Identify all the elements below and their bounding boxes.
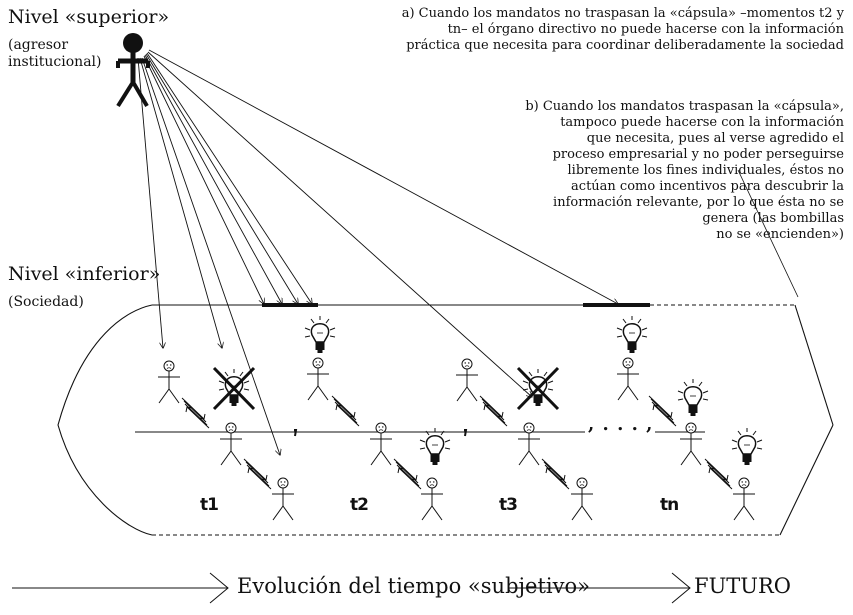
stick-figure-icon [369, 422, 393, 466]
mandate-arrow [141, 57, 280, 455]
time-label-t2: t2 [350, 495, 369, 515]
note-b-line7: información relevante, por lo que ésta n… [553, 195, 844, 210]
interaction-arrows-icon [704, 458, 733, 490]
mandate-arrow [147, 51, 532, 397]
stick-figure-icon [306, 357, 330, 401]
mandate-arrow [137, 57, 163, 348]
interaction-arrows-icon [479, 395, 508, 427]
stick-figure-icon [616, 357, 640, 401]
society-capsule [57, 169, 834, 536]
note-a-line2: tn– el órgano directivo no puede hacerse… [447, 22, 844, 37]
upper-level-subtitle-line1: (agresor [8, 37, 69, 53]
note-b-line3: que necesita, pues al verse agredido el [586, 131, 844, 146]
note-b-line4: proceso empresarial y no poder perseguir… [552, 147, 844, 162]
upper-level-subtitle-line2: institucional) [8, 54, 102, 70]
interaction-arrows-icon [541, 458, 570, 490]
note-b-line6: actúan como incentivos para descubrir la [571, 179, 844, 194]
note-b-line8: genera (las bombillas [702, 211, 844, 226]
mandate-arrow [146, 52, 312, 304]
lightbulb-icon [616, 315, 648, 354]
stick-figure-icon [570, 477, 594, 521]
stick-figure-icon [455, 358, 479, 402]
future-label: FUTURO [694, 574, 792, 598]
mandate-arrow [145, 53, 298, 304]
lightbulb-icon [731, 427, 763, 466]
note-b-line1: b) Cuando los mandatos traspasan la «cáp… [525, 99, 844, 114]
time-evolution-label: Evolución del tiempo «subjetivo» [237, 574, 590, 598]
note-b-line9: no se «encienden») [716, 227, 844, 242]
interaction-arrows-icon [181, 397, 210, 429]
stick-figure-icon [679, 422, 703, 466]
note-a-line1: a) Cuando los mandatos no traspasan la «… [401, 6, 844, 21]
time-axis [135, 429, 705, 437]
mandate-arrow [144, 54, 282, 304]
note-b-line5: libremente los fines individuales, éstos… [567, 163, 844, 178]
note-a-line3: práctica que necesita para coordinar del… [406, 38, 844, 53]
crossed-lightbulb-icon [518, 368, 558, 409]
time-evolution-arrows [12, 572, 691, 604]
stick-figure-icon [271, 477, 295, 521]
stick-figure-icon [420, 477, 444, 521]
stick-figure-icon [732, 477, 756, 521]
interaction-arrows-icon [393, 458, 422, 490]
lower-level-subtitle: (Sociedad) [8, 294, 84, 310]
lower-level-title: Nivel «inferior» [8, 263, 161, 285]
ideas [214, 315, 763, 466]
stick-figure-icon [157, 360, 181, 404]
lightbulb-icon [677, 378, 709, 417]
upper-level-title: Nivel «superior» [8, 6, 170, 28]
lightbulb-icon [304, 315, 336, 354]
mandate-arrow [148, 49, 618, 304]
mandate-arrow [143, 55, 264, 304]
mandate-arrow [139, 57, 222, 348]
crossed-lightbulb-icon [214, 368, 254, 409]
lightbulb-icon [419, 427, 451, 466]
note-b-line2: tampoco puede hacerse con la información [560, 115, 844, 130]
mandate-arrows [137, 49, 618, 455]
time-label-tn: tn [660, 495, 679, 515]
time-label-t3: t3 [499, 495, 518, 515]
interaction-arrows-icon [331, 395, 360, 427]
stick-figure-icon [219, 422, 243, 466]
timeline-ellipsis: , . . . , [588, 414, 654, 435]
time-label-t1: t1 [200, 495, 219, 515]
interaction-arrows-icon [243, 458, 272, 490]
stick-figure-icon [517, 422, 541, 466]
